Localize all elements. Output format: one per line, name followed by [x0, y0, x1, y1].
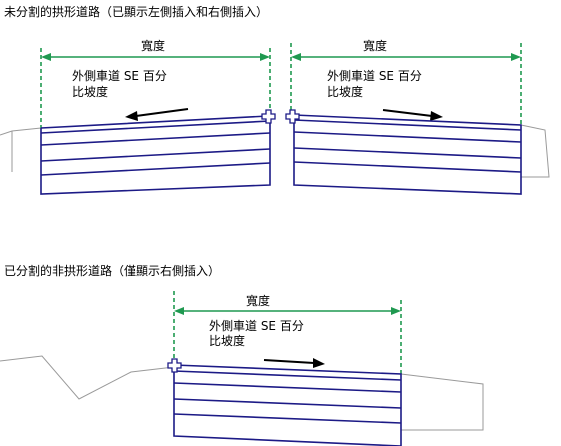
- top-ground-lines: [0, 124, 550, 178]
- pivot-point-icon: [261, 109, 276, 124]
- bottom-slope-label-line1: 外側車道 SE 百分: [209, 319, 304, 333]
- right-arrow-icon: [263, 358, 325, 368]
- bottom-slope-label-line2: 比坡度: [209, 333, 245, 348]
- top-left-lane: 寬度 外側車道 SE 百分 比坡度: [40, 38, 276, 195]
- top-left-slope-label-line1: 外側車道 SE 百分: [72, 69, 167, 83]
- bottom-width-label: 寬度: [246, 293, 270, 308]
- width-arrowhead-icon: [260, 53, 270, 61]
- pivot-point-icon: [167, 358, 182, 373]
- top-right-lane: 寬度 外側車道 SE 百分 比坡度: [285, 38, 522, 195]
- width-arrowhead-icon: [174, 307, 184, 315]
- top-right-width-dimension: 寬度: [290, 38, 522, 125]
- top-caption: 未分割的拱形道路（已顯示左側插入和右側插入）: [4, 4, 268, 19]
- width-arrowhead-icon: [511, 53, 521, 61]
- top-left-slope-label-line2: 比坡度: [72, 84, 108, 99]
- top-right-width-label: 寬度: [363, 38, 387, 53]
- bottom-width-dimension: 寬度: [173, 291, 402, 374]
- top-left-width-label: 寬度: [141, 38, 165, 53]
- width-arrowhead-icon: [41, 53, 51, 61]
- bottom-ground-lines: [0, 355, 484, 431]
- right-arrow-icon: [382, 109, 443, 121]
- top-right-slope-label-line1: 外側車道 SE 百分: [327, 69, 422, 83]
- bottom-lane: 寬度 外側車道 SE 百分 比坡度: [167, 291, 402, 446]
- width-arrowhead-icon: [291, 53, 301, 61]
- width-arrowhead-icon: [391, 307, 401, 315]
- top-left-width-dimension: 寬度: [40, 38, 271, 128]
- left-arrow-icon: [125, 108, 189, 121]
- pivot-point-icon: [285, 109, 300, 124]
- top-right-slope-label-line2: 比坡度: [327, 84, 363, 99]
- bottom-caption: 已分割的非拱形道路（僅顯示右側插入）: [4, 263, 220, 278]
